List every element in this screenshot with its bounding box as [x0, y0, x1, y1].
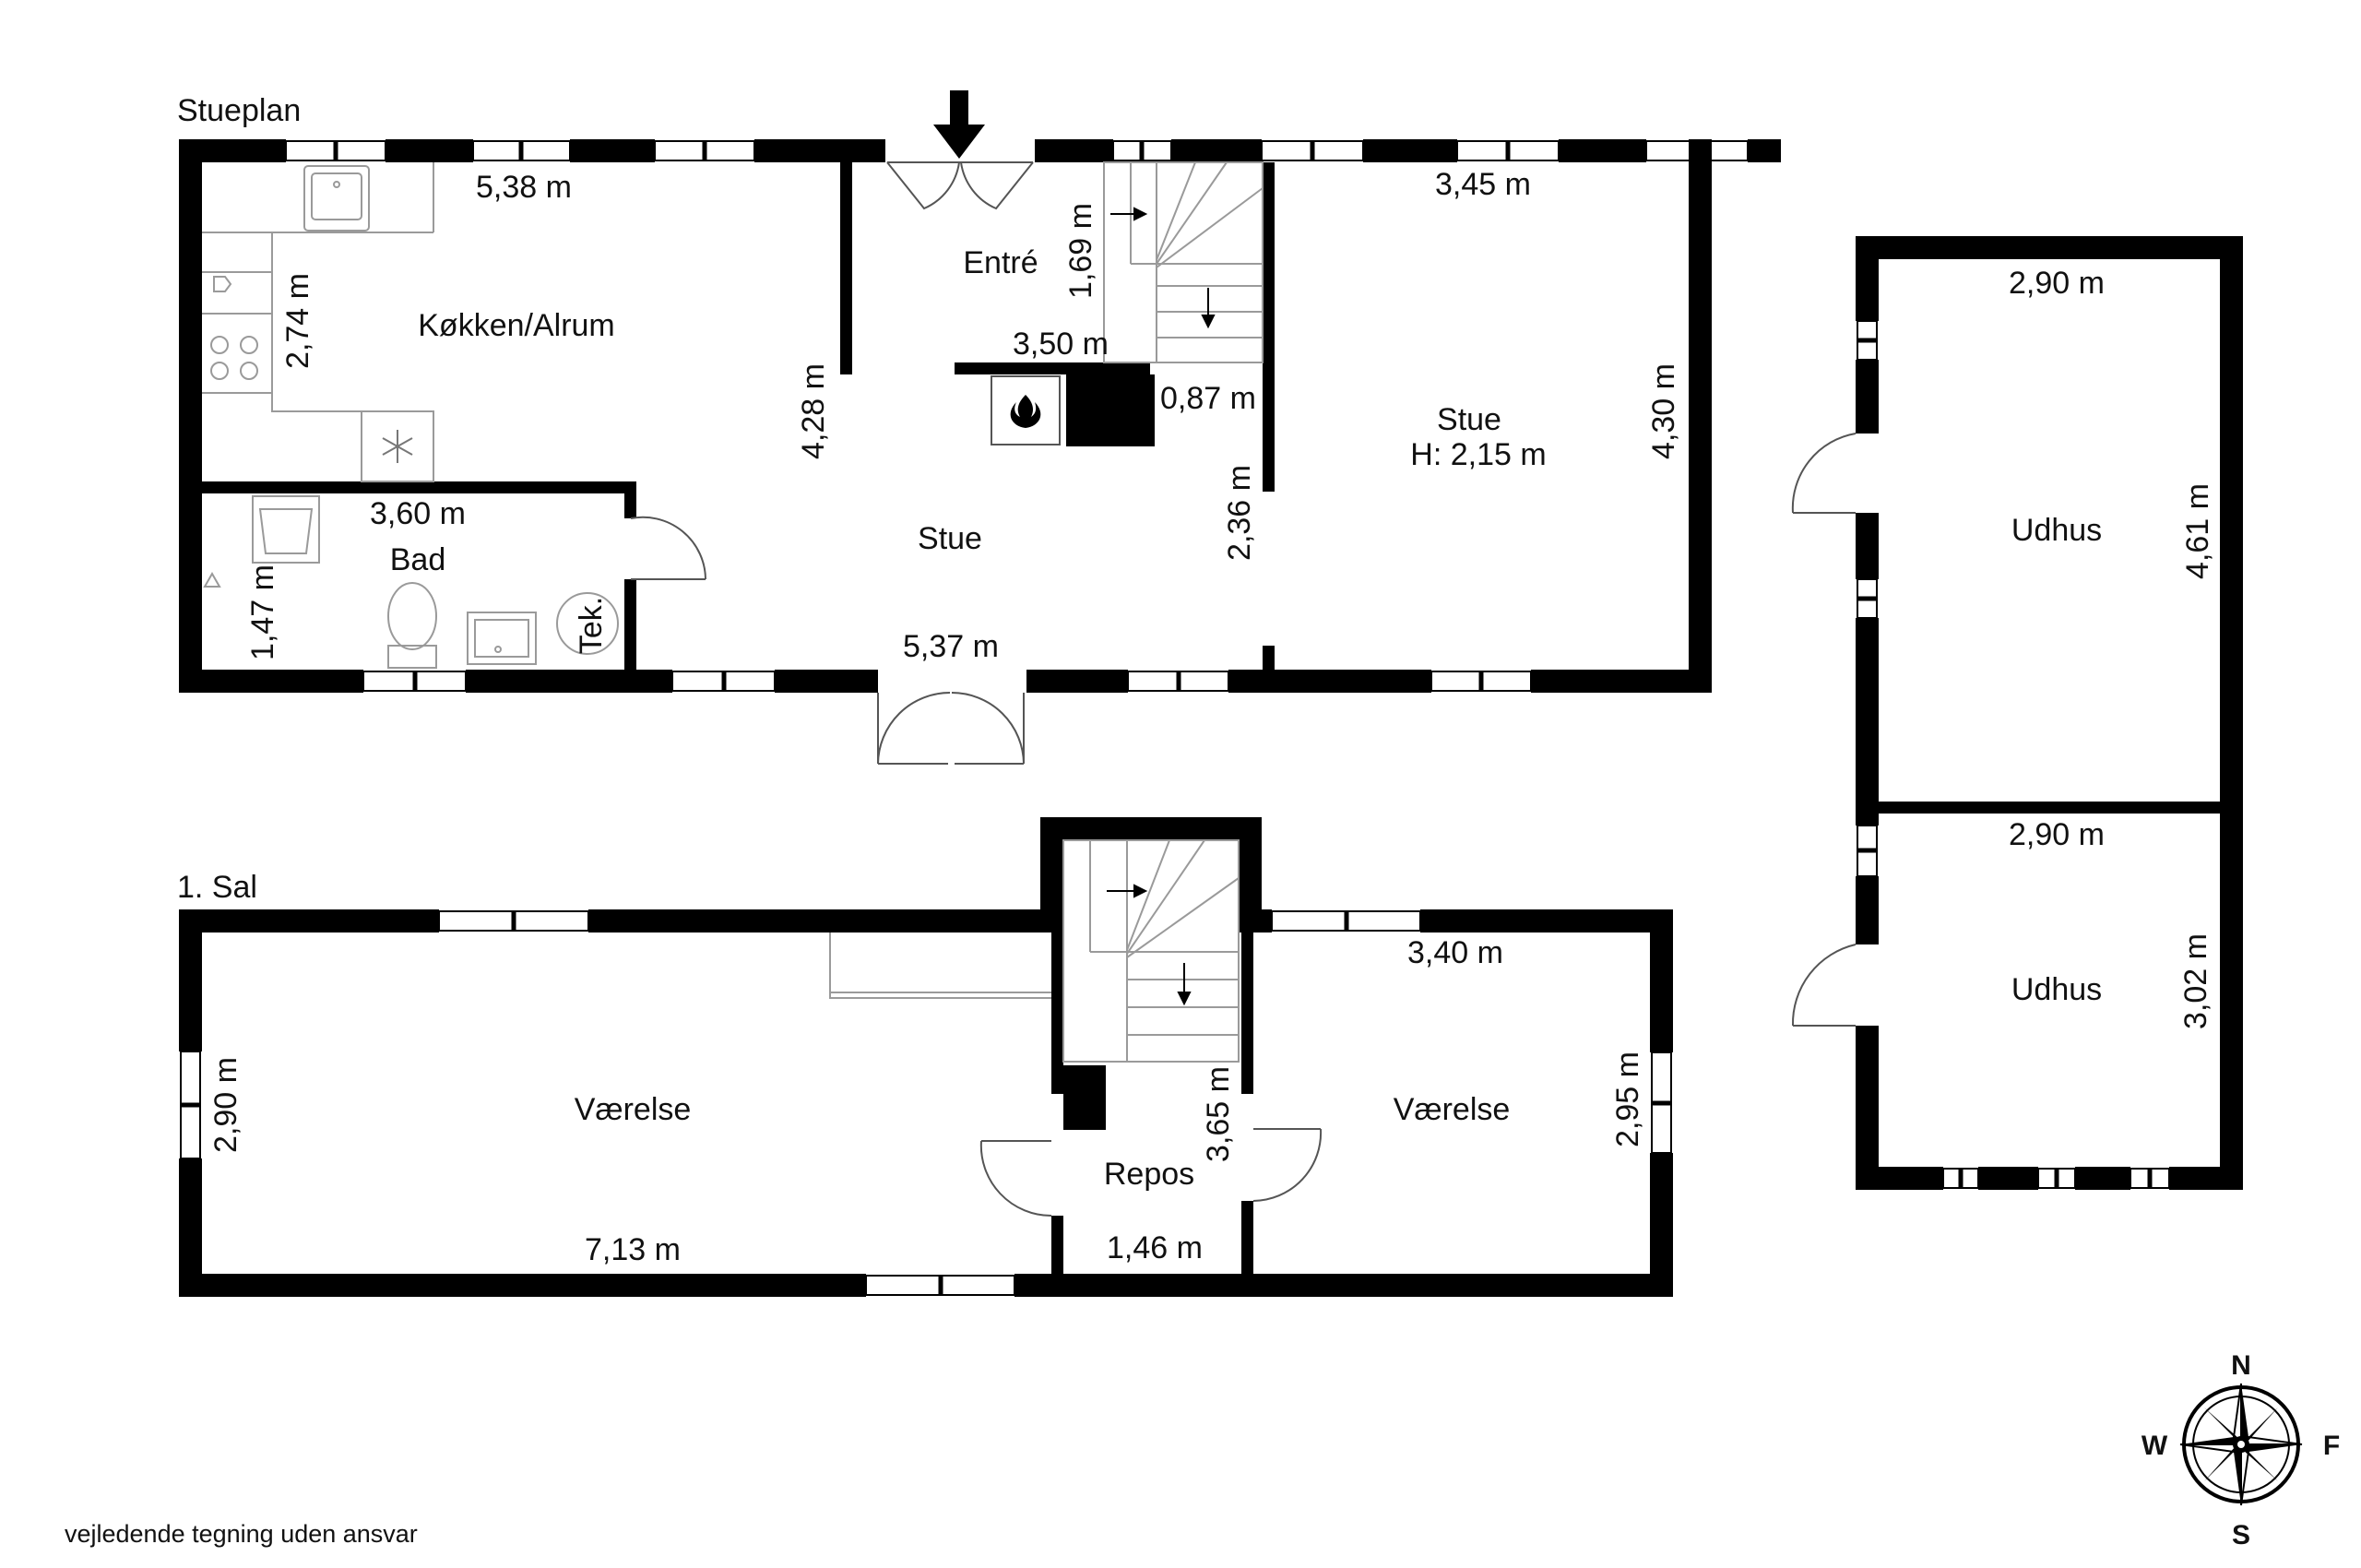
outbuilding: Udhus Udhus 2,90 m 4,61 m 2,90 m 3,02 m [1791, 236, 2243, 1190]
compass-north: N [2231, 1350, 2251, 1381]
first-floor-staircase [1062, 839, 1240, 1063]
first-floor: 1. Sal Værelse Værelse Repos 2,90 m 7,13… [177, 817, 1673, 1297]
dim-kitchen-width: 5,38 m [476, 170, 572, 205]
dim-east-living-width: 3,45 m [1435, 167, 1531, 202]
dim-shed-s-depth: 3,02 m [2178, 933, 2213, 1029]
first-floor-windows [180, 910, 1672, 1296]
bath-door [630, 516, 706, 580]
dim-entre-depth: 1,69 m [1063, 203, 1098, 299]
dim-east-living-depth: 4,30 m [1646, 363, 1681, 459]
ground-floor-outer-walls [179, 139, 1781, 693]
landing-label: Repos [1104, 1157, 1194, 1192]
compass-south: S [2232, 1520, 2250, 1550]
ground-floor: Stueplan Køkken/Alrum Entré Stue Stue H:… [177, 90, 1781, 765]
dim-bedroom-e-width: 3,40 m [1407, 935, 1503, 970]
dim-landing-width: 1,46 m [1107, 1230, 1203, 1265]
bedroom-west-label: Værelse [575, 1092, 692, 1127]
shed-south-label: Udhus [2011, 972, 2102, 1007]
dim-living-depth: 4,28 m [796, 363, 831, 459]
dim-entre-width: 3,50 m [1013, 327, 1109, 362]
fireplace [991, 375, 1061, 445]
dim-landing-depth: 3,65 m [1201, 1066, 1236, 1162]
dim-shed-s-width: 2,90 m [2009, 817, 2105, 852]
front-door [886, 161, 1034, 210]
dim-bath-width: 3,60 m [370, 496, 466, 531]
ground-floor-windows [285, 140, 1749, 692]
compass-east: F [2323, 1431, 2340, 1461]
ground-staircase [1103, 161, 1264, 363]
dim-bedroom-e-depth: 2,95 m [1610, 1051, 1645, 1147]
dim-bedroom-w-depth: 2,90 m [208, 1057, 243, 1153]
entrance-arrow-icon [933, 90, 985, 159]
tech-label: Tek. [574, 597, 609, 654]
freezer-snowflake-icon [382, 430, 413, 463]
dim-bath-depth: 1,47 m [245, 564, 280, 660]
kitchen-fixtures [202, 162, 434, 482]
kitchen-label: Køkken/Alrum [418, 308, 615, 343]
ground-floor-title: Stueplan [177, 93, 301, 128]
first-floor-walls [179, 817, 1673, 1297]
outbuilding-walls [1856, 236, 2243, 1190]
dim-shed-n-width: 2,90 m [2009, 266, 2105, 301]
living-west-label: Stue [918, 521, 982, 556]
terrace-door [877, 692, 1025, 765]
dim-living-width: 5,37 m [903, 629, 999, 664]
bedroom-east-label: Værelse [1394, 1092, 1511, 1127]
dim-chimney-gap: 0,87 m [1160, 381, 1256, 416]
dim-kitchen-depth: 2,74 m [280, 273, 315, 369]
compass-west: W [2142, 1431, 2168, 1461]
entre-label: Entré [963, 245, 1038, 280]
first-floor-title: 1. Sal [177, 870, 257, 905]
disclaimer-note: vejledende tegning uden ansvar [65, 1520, 418, 1548]
bath-label: Bad [390, 542, 446, 577]
outbuilding-windows [1857, 320, 2170, 1189]
ground-floor-interior-walls [202, 162, 1275, 670]
bath-fixtures [203, 495, 619, 669]
stair-direction-arrows [1110, 207, 1216, 329]
shed-north-label: Udhus [2011, 513, 2102, 548]
built-in-wardrobe [829, 932, 1051, 999]
compass-rose-icon: N F S W [2142, 1350, 2340, 1550]
landing-doors [979, 1128, 1323, 1218]
living-east-label: Stue [1437, 402, 1501, 437]
dim-bedroom-w-width: 7,13 m [585, 1232, 681, 1267]
dim-shed-n-depth: 4,61 m [2180, 483, 2215, 579]
first-floor-stair-arrows [1107, 884, 1192, 1006]
fire-icon [1010, 395, 1041, 428]
dim-stair-gap: 2,36 m [1222, 465, 1257, 561]
outbuilding-doors [1791, 433, 1857, 1027]
living-east-height: H: 2,15 m [1410, 437, 1546, 472]
